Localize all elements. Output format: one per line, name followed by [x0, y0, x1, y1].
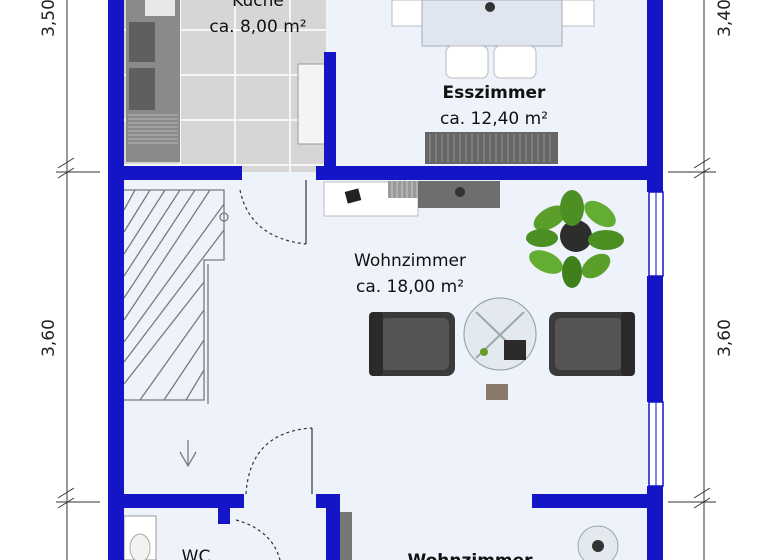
living-name-label: Wohnzimmer — [354, 251, 466, 271]
bottom-table — [577, 525, 619, 560]
staircase — [123, 189, 229, 468]
kitchen-area-label: ca. 8,00 m² — [209, 17, 306, 37]
sideboard — [425, 132, 558, 164]
walls — [108, 0, 663, 560]
living-area-label: ca. 18,00 m² — [356, 277, 464, 297]
dimension-left-mid: 3,60 — [39, 319, 59, 357]
living2-name-label: Wohnzimmer — [407, 551, 533, 560]
wc-name-label: WC — [182, 547, 211, 560]
desk — [323, 181, 500, 217]
dimension-right-mid: 3,60 — [715, 319, 735, 357]
coffee-table — [463, 297, 537, 371]
floor-books — [486, 384, 508, 400]
dining-area-label: ca. 12,40 m² — [440, 109, 548, 129]
plant — [526, 190, 624, 288]
dimension-lines — [56, 0, 716, 560]
dimension-right-top: 3,40 — [715, 0, 735, 37]
dining-name-label: Esszimmer — [443, 83, 547, 103]
dining-table — [391, 0, 595, 79]
kitchen-appliance — [297, 63, 327, 145]
kitchen-name-label: Küche — [232, 0, 284, 11]
door-leaves — [305, 180, 313, 494]
armchair-right — [549, 312, 635, 376]
dimension-left-top: 3,50 — [39, 0, 59, 37]
door-swings — [235, 189, 313, 560]
armchair-left — [369, 312, 455, 376]
wc-toilet — [123, 515, 157, 560]
kitchen-counter — [126, 0, 180, 162]
